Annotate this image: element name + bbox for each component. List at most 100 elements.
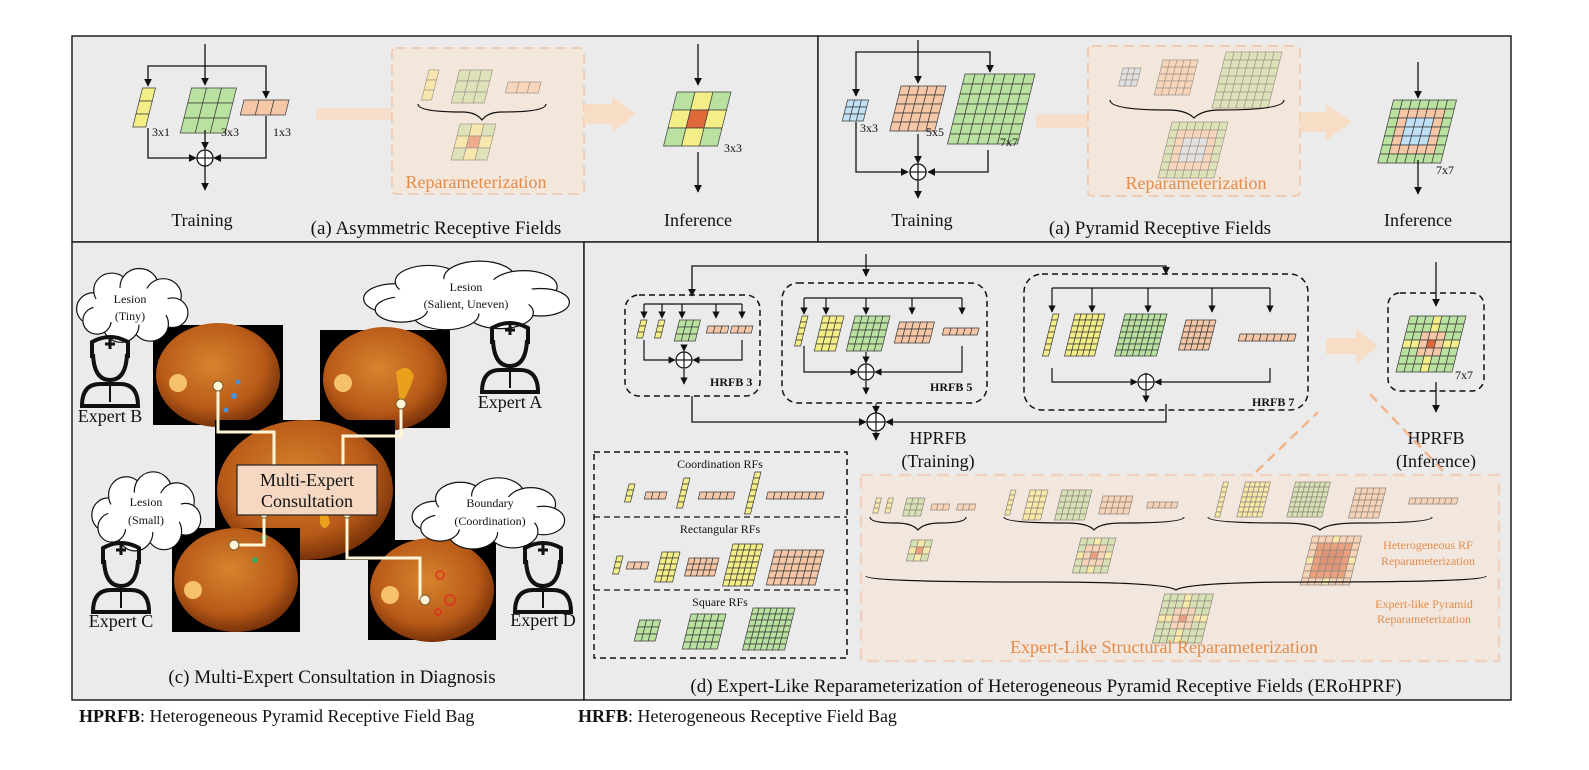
kernel-label-3x3: 3x3 [221, 125, 239, 139]
sr-3-k3x1 [872, 497, 882, 514]
kernel-label-3x1: 3x1 [152, 125, 170, 139]
rect-k3x5 [654, 551, 681, 583]
inference-kernel-label: 3x3 [724, 141, 742, 155]
hrfb3-k3x1b [654, 319, 666, 339]
cloud-expert-a [363, 260, 570, 331]
rect-k3x1 [612, 555, 624, 575]
hrfb7-k7x5 [1178, 319, 1217, 351]
reparam-arrow-in [316, 108, 392, 120]
hrfb5-k1x5 [941, 327, 980, 336]
pyr-line1: Expert-like Pyramid [1375, 597, 1473, 611]
hrfb5-k5x5 [845, 315, 891, 352]
legend-hrfb-def: : Heterogeneous Receptive Field Bag [628, 706, 897, 726]
hrfb3-box [624, 294, 761, 397]
hrfb5-box [781, 282, 988, 404]
sr-7-k1x7 [1408, 497, 1459, 505]
panel-b-inference-label: Inference [1384, 210, 1452, 230]
panel-a-inference: 3x3 Inference [664, 44, 742, 230]
doctor-expert-a [479, 321, 541, 394]
square-k5x5 [681, 613, 727, 650]
cloud-b-line2: (Tiny) [115, 309, 145, 323]
sr-3-k3x1b [884, 497, 894, 514]
panel-a-caption: (a) Asymmetric Receptive Fields [311, 218, 562, 239]
panel-a-training: 3x1 3x3 1x3 Training [144, 44, 291, 230]
hprfb-inf-line1: HPRFB [1407, 428, 1464, 448]
sr-merged-3 [905, 539, 933, 562]
hrfb5-k5x1 [794, 315, 809, 347]
legend-hrfb-abbr: HRFB [578, 706, 629, 726]
hrfb5-k3x5 [813, 315, 845, 352]
panel-a-training-label: Training [171, 210, 232, 230]
rect-rf-label: Rectangular RFs [680, 522, 761, 536]
consultation-connectors [216, 386, 422, 600]
panel-b-inference: 7x7 Inference [1384, 62, 1454, 230]
sr-3-k1x3 [930, 503, 951, 511]
coord-k1x7 [765, 491, 825, 500]
square-rf-label: Square RFs [692, 595, 748, 609]
sr-7-k7x5 [1348, 487, 1387, 519]
zoom-line-left [1255, 411, 1319, 473]
hprfb-inf-line2: (Inference) [1396, 451, 1476, 472]
sr-final-7 [1151, 593, 1214, 644]
hrfb-arrows [640, 287, 1274, 403]
reparam-label-b: Reparameterization [1126, 173, 1267, 193]
hetero-line2: Reparameterization [1381, 554, 1475, 568]
sr-5-k5x1 [1004, 489, 1017, 516]
expert-c-label: Expert C [89, 611, 154, 631]
hprfb-flow [688, 254, 1440, 441]
kernel-label-3x3: 3x3 [860, 121, 878, 135]
legend-hprfb: HPRFB: Heterogeneous Pyramid Receptive F… [79, 706, 474, 727]
panel-b-caption: (a) Pyramid Receptive Fields [1049, 218, 1271, 239]
kernel-label-7x7: 7x7 [1000, 135, 1018, 149]
sr-merged-7 [1299, 535, 1362, 586]
kernel-7x7 [947, 73, 1036, 145]
center-line1: Multi-Expert [260, 470, 354, 490]
sr-5-k5x5 [1054, 489, 1093, 521]
kernel-label-5x5: 5x5 [926, 125, 944, 139]
kernel-3x1 [132, 87, 156, 128]
reparam-arrow-out [584, 96, 636, 132]
cloud-expert-d [411, 477, 566, 550]
sr-7-k7x1 [1214, 481, 1229, 518]
reparam-arrow-d [1326, 328, 1378, 364]
cloud-d-line2: (Coordination) [454, 514, 525, 528]
hrfb7-k1x7 [1237, 333, 1297, 342]
braces-d [865, 516, 1487, 591]
cloud-b-line1: Lesion [114, 292, 147, 306]
panel-c-caption: (c) Multi-Expert Consultation in Diagnos… [168, 667, 495, 688]
rf-types-box [593, 451, 848, 659]
reparam-arrow-in [1036, 114, 1088, 128]
hrfb3-k3x3 [673, 319, 701, 342]
coord-k3x1 [624, 483, 636, 503]
panel-b-training-label: Training [891, 210, 952, 230]
rect-k5x7 [722, 543, 764, 587]
doctor-expert-b [79, 335, 141, 408]
sr-merged-5 [1071, 537, 1117, 574]
hrfb7-k7x1 [1042, 313, 1060, 357]
sr-7-k7x7 [1286, 481, 1331, 518]
kernel-label-1x3: 1x3 [273, 125, 291, 139]
zoom-line-right [1369, 393, 1445, 473]
doctor-expert-d [512, 541, 574, 614]
square-k7x7 [742, 607, 796, 651]
cloud-d-line1: Boundary [466, 496, 513, 510]
panel-a-inference-label: Inference [664, 210, 732, 230]
hrfb7-k5x7 [1064, 313, 1106, 357]
coord-k5x1 [676, 477, 691, 509]
doctor-expert-c [90, 541, 152, 614]
multi-expert-box [236, 464, 378, 516]
inference-kernel-3x3 [663, 91, 732, 147]
expert-a-label: Expert A [478, 392, 543, 412]
center-line2: Consultation [261, 491, 353, 511]
inference-box [1387, 292, 1485, 392]
legend-hprfb-abbr: HPRFB [79, 706, 140, 726]
coord-k7x1 [744, 471, 762, 515]
hprfb-train-line1: HPRFB [909, 428, 966, 448]
brace-a [417, 103, 547, 121]
structural-reparam-label: Expert-Like Structural Reparameterizatio… [1010, 637, 1318, 657]
sr-5-k3x5 [1022, 489, 1049, 521]
kernel-1x3 [239, 99, 290, 116]
brace-b [1109, 99, 1285, 119]
cloud-a-line1: Lesion [450, 280, 483, 294]
